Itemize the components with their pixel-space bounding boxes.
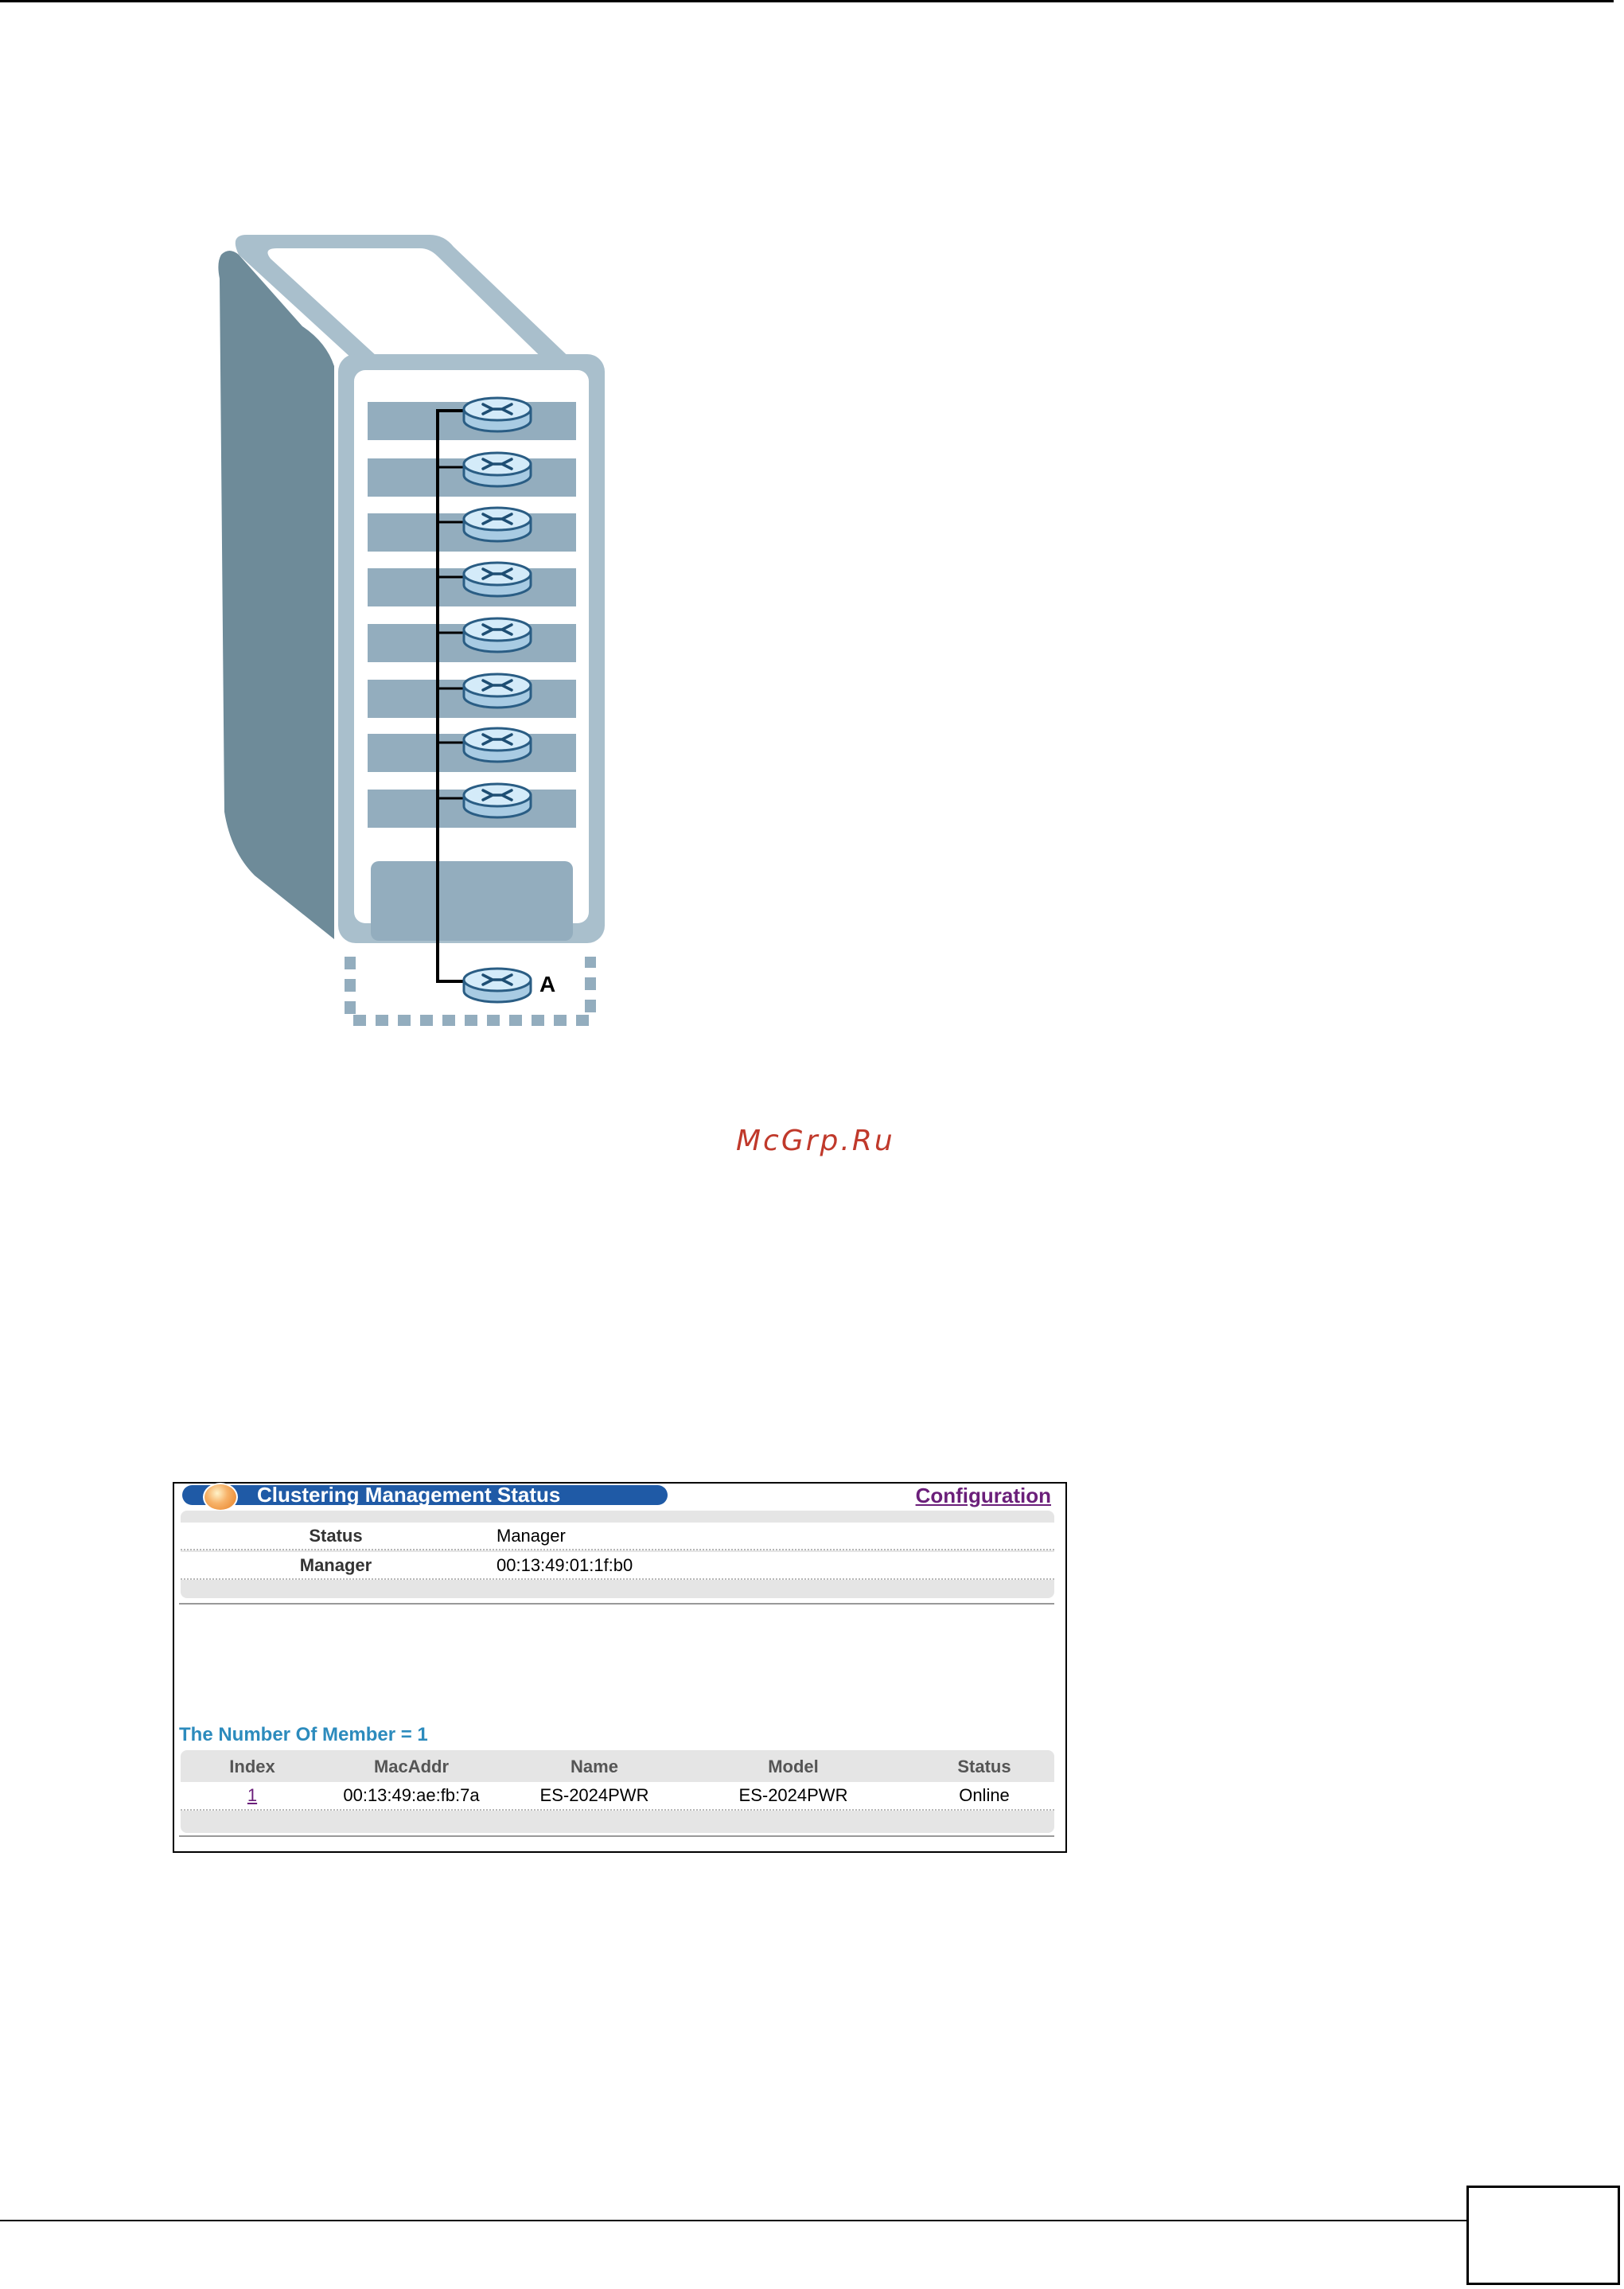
switch-icon (464, 674, 531, 708)
switch-a-label: A (539, 972, 555, 996)
member-table: Index MacAddr Name Model Status 1 00:13:… (181, 1750, 1054, 1833)
header-index: Index (212, 1757, 292, 1777)
title-bar: Clustering Management Status (182, 1485, 668, 1505)
switch-icon (464, 453, 531, 486)
manager-value: 00:13:49:01:1f:b0 (497, 1555, 633, 1576)
member-mac: 00:13:49:ae:fb:7a (324, 1785, 499, 1806)
member-index-link[interactable]: 1 (247, 1785, 257, 1805)
screen-title: Clustering Management Status (257, 1485, 560, 1505)
switch-icon (464, 563, 531, 596)
bottom-rule (0, 2220, 1466, 2221)
member-table-header: Index MacAddr Name Model Status (181, 1753, 1054, 1779)
watermark: McGrp.Ru (736, 1125, 895, 1157)
cluster-diagram: A (215, 223, 613, 1035)
clustering-status-screen: Clustering Management Status Configurati… (173, 1482, 1067, 1853)
status-value: Manager (497, 1526, 566, 1546)
header-status: Status (944, 1757, 1024, 1777)
manager-label: Manager (181, 1555, 491, 1576)
page-number-box (1466, 2186, 1620, 2285)
switch-icon (464, 784, 531, 817)
member-name: ES-2024PWR (515, 1785, 674, 1806)
cabinet-side (218, 251, 334, 939)
switch-icon (464, 728, 531, 762)
manager-row: Manager 00:13:49:01:1f:b0 (181, 1552, 1054, 1580)
table-row: 1 00:13:49:ae:fb:7a ES-2024PWR ES-2024PW… (181, 1782, 1054, 1811)
orb-icon (203, 1483, 238, 1511)
header-name: Name (515, 1757, 674, 1777)
cabinet-illustration: A (215, 223, 613, 1035)
switch-a-icon (464, 969, 531, 1002)
member-status: Online (944, 1785, 1024, 1806)
switch-icon (464, 618, 531, 652)
status-label: Status (181, 1526, 491, 1546)
header-macaddr: MacAddr (324, 1757, 499, 1777)
header-model: Model (714, 1757, 873, 1777)
member-model: ES-2024PWR (714, 1785, 873, 1806)
divider (179, 1835, 1054, 1837)
member-count: The Number Of Member = 1 (179, 1724, 428, 1746)
switch-icon (464, 508, 531, 541)
configuration-link[interactable]: Configuration (916, 1484, 1051, 1508)
switch-icon (464, 398, 531, 431)
status-panel: Status Manager Manager 00:13:49:01:1f:b0 (181, 1511, 1054, 1598)
status-row: Status Manager (181, 1523, 1054, 1550)
top-rule (0, 0, 1614, 2)
divider (179, 1603, 1054, 1605)
